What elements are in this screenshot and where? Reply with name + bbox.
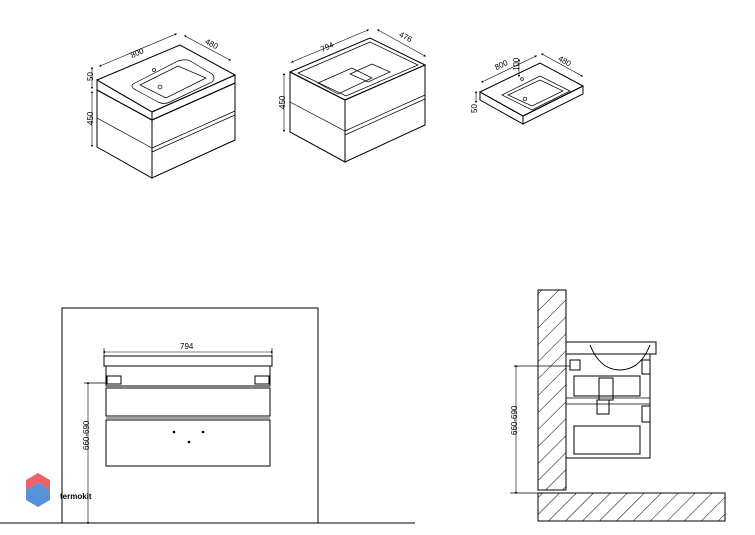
front-elevation-view: 794 660-690	[0, 307, 415, 525]
dim-cabinet-with-sink-depth: 480	[204, 37, 220, 51]
side-section-view: 660-690	[510, 289, 726, 522]
dim-sink-only-height: 50	[470, 104, 479, 113]
dim-side-mount-height: 660-690	[510, 405, 519, 435]
watermark-text: termokit	[60, 492, 92, 501]
termokit-watermark: termokit	[26, 473, 92, 507]
dim-cabinet-with-sink-top: 50	[86, 72, 95, 81]
dim-front-width: 794	[180, 342, 194, 351]
cabinet-with-sink-view: 800 480 50 450	[86, 33, 237, 179]
dim-cabinet-only-height: 450	[278, 95, 287, 109]
dim-sink-only-bowl: 100	[512, 57, 521, 71]
dim-cabinet-with-sink-height: 450	[86, 111, 95, 125]
cabinet-only-view: 794 476 450	[278, 29, 427, 163]
dim-front-mount-height: 660-690	[82, 420, 91, 450]
dim-cabinet-only-width: 794	[319, 40, 335, 54]
termokit-logo-icon	[26, 473, 50, 507]
dim-sink-only-depth: 480	[557, 54, 574, 69]
sink-only-view: 800 480 100 50	[470, 53, 585, 125]
